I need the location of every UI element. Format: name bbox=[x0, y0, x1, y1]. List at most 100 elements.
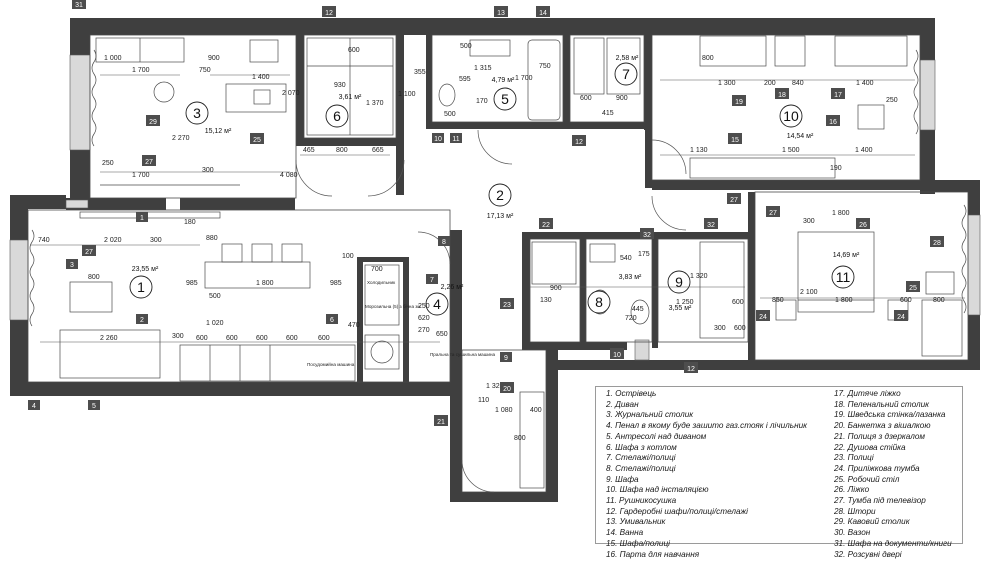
svg-text:27: 27 bbox=[85, 249, 93, 256]
room-area: 3,55 м² bbox=[669, 305, 692, 312]
dishwasher-label: Посудомийна машина bbox=[307, 361, 355, 367]
legend-column-1: 1. Острівець 2. Диван 3. Журнальний стол… bbox=[606, 389, 807, 560]
marker-31: 31 bbox=[72, 0, 86, 9]
dimension: 880 bbox=[206, 235, 218, 242]
marker-29: 29 bbox=[146, 115, 160, 126]
kitchen-stool bbox=[251, 243, 273, 263]
window bbox=[919, 59, 936, 131]
svg-text:28: 28 bbox=[933, 240, 941, 247]
svg-text:20: 20 bbox=[503, 386, 511, 393]
kitchen-stool bbox=[221, 243, 243, 263]
curtain bbox=[913, 49, 919, 135]
dimension: 500 bbox=[209, 293, 221, 300]
dimension: 500 bbox=[444, 111, 456, 118]
svg-text:25: 25 bbox=[253, 137, 261, 144]
dimension: 4 080 bbox=[280, 172, 298, 179]
dimension: 750 bbox=[539, 63, 551, 70]
room-area: 15,12 м² bbox=[205, 128, 232, 135]
svg-text:10: 10 bbox=[434, 136, 442, 143]
outline bbox=[529, 238, 581, 343]
svg-text:13: 13 bbox=[497, 10, 505, 17]
dimension: 930 bbox=[334, 82, 346, 89]
bed bbox=[797, 231, 875, 313]
marker-1: 1 bbox=[136, 212, 148, 222]
wall-segment bbox=[522, 232, 530, 350]
shower bbox=[531, 241, 577, 285]
room-area: 14,69 м² bbox=[833, 252, 860, 259]
marker-27: 27 bbox=[142, 155, 156, 166]
wall-segment bbox=[522, 342, 627, 350]
armchair bbox=[925, 271, 955, 295]
marker-23: 23 bbox=[500, 298, 514, 309]
marker-27c: 27 bbox=[727, 193, 741, 204]
dimension: 600 bbox=[734, 325, 746, 332]
marker-24: 24 bbox=[756, 310, 770, 321]
dimension: 500 bbox=[460, 43, 472, 50]
chair bbox=[857, 104, 885, 130]
room-area: 23,55 м² bbox=[132, 266, 159, 273]
markers: 1 2 3 4 5 6 7 8 9 10 11 12 13 14 15 16 1… bbox=[28, 0, 944, 426]
dimension: 1 400 bbox=[252, 74, 270, 81]
dimension: 600 bbox=[732, 299, 744, 306]
outline bbox=[657, 238, 749, 343]
dimension: 850 bbox=[772, 297, 784, 304]
dimension: 650 bbox=[436, 331, 448, 338]
marker-16: 16 bbox=[826, 115, 840, 126]
curtain bbox=[29, 229, 35, 327]
marker-22: 22 bbox=[539, 218, 553, 229]
svg-text:9: 9 bbox=[504, 355, 508, 362]
marker-6: 6 bbox=[326, 314, 338, 324]
legend-item: 25. Робочий стіл bbox=[834, 474, 900, 484]
svg-text:26: 26 bbox=[859, 222, 867, 229]
room-number: 9 bbox=[675, 274, 683, 290]
door-swing bbox=[651, 139, 687, 175]
svg-text:12: 12 bbox=[325, 10, 333, 17]
wall-segment bbox=[396, 35, 404, 195]
room-circle bbox=[425, 292, 449, 316]
curtain bbox=[961, 204, 967, 314]
marker-9: 9 bbox=[500, 352, 512, 362]
wardrobe bbox=[689, 157, 836, 179]
coffee-table bbox=[69, 281, 113, 313]
outline bbox=[27, 209, 451, 383]
dimension: 1 400 bbox=[856, 80, 874, 87]
marker-7: 7 bbox=[426, 274, 438, 284]
room-number: 1 bbox=[137, 279, 145, 295]
dimension: 2 070 bbox=[282, 90, 300, 97]
marker-20: 20 bbox=[500, 382, 514, 393]
room-number: 4 bbox=[433, 296, 441, 312]
marker-10b: 10 bbox=[610, 348, 624, 359]
legend-item: 4. Пенал в якому буде зашито газ.стояк і… bbox=[606, 421, 808, 431]
marker-32b: 32 bbox=[640, 228, 654, 239]
wall-segment bbox=[644, 35, 652, 130]
marker-27b: 27 bbox=[82, 245, 96, 256]
room-circle bbox=[493, 87, 517, 111]
dimension: 470 bbox=[348, 322, 360, 329]
freezer-label: Морозильна (5) з бічна зм bbox=[365, 304, 421, 309]
legend-item: 31. Шафа на документи/книги bbox=[834, 538, 952, 548]
curtains bbox=[29, 49, 967, 327]
dimension: 250 bbox=[418, 303, 430, 310]
dimension: 1 315 bbox=[474, 65, 492, 72]
dimensions: 1 700 900 750 1 400 2 070 1 000 2 270 25… bbox=[38, 43, 945, 442]
dimension: 800 bbox=[336, 147, 348, 154]
svg-text:14: 14 bbox=[539, 10, 547, 17]
dimension: 740 bbox=[38, 237, 50, 244]
legend-item: 7. Стелажі/полиці bbox=[606, 453, 676, 463]
marker-3: 3 bbox=[66, 259, 78, 269]
desk bbox=[921, 299, 963, 357]
marker-24b: 24 bbox=[894, 310, 908, 321]
marker-27d: 27 bbox=[766, 206, 780, 217]
fridge bbox=[364, 264, 400, 326]
dimension: 750 bbox=[199, 67, 211, 74]
room-number: 6 bbox=[333, 108, 341, 124]
wall-segment bbox=[450, 492, 558, 502]
dimension: 110 bbox=[478, 397, 489, 404]
dimension: 250 bbox=[886, 97, 898, 104]
wall-segment bbox=[645, 128, 652, 188]
svg-text:24: 24 bbox=[759, 314, 767, 321]
svg-text:6: 6 bbox=[330, 317, 334, 324]
nightstand bbox=[775, 299, 797, 321]
dimension: 300 bbox=[172, 333, 184, 340]
toilet bbox=[630, 299, 650, 325]
